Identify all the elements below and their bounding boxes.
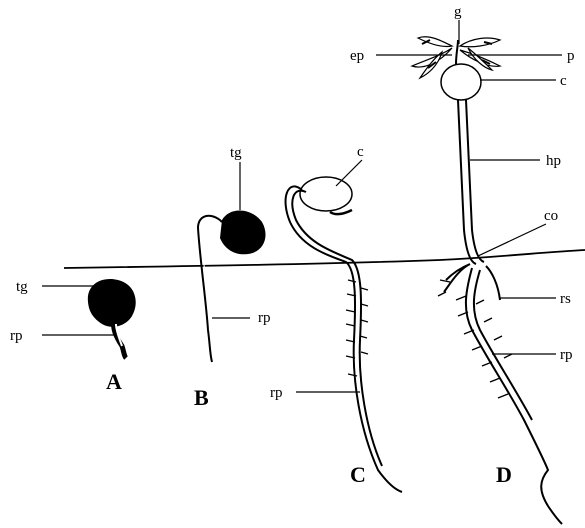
label-p-d: p <box>567 48 575 64</box>
epicotyl-d <box>456 40 458 64</box>
label-ep-d: ep <box>350 48 364 64</box>
label-g-d: g <box>454 4 462 20</box>
leader-c-c <box>336 160 362 186</box>
label-c-d: c <box>560 73 567 89</box>
stage-letter-d: D <box>496 462 512 487</box>
stage-a: tg rp A <box>10 279 136 394</box>
label-rp-a: rp <box>10 328 23 344</box>
stage-letter-c: C <box>350 462 366 487</box>
label-tg-a: tg <box>16 279 28 295</box>
hypocotyl-c <box>286 186 402 492</box>
root-hairs-c <box>346 280 368 376</box>
label-tg-b: tg <box>230 145 242 161</box>
seed-a <box>88 279 136 327</box>
seed-b <box>220 210 266 254</box>
stage-c: c rp C <box>270 144 402 492</box>
label-co-d: co <box>544 208 558 224</box>
primary-root-d <box>466 268 562 524</box>
leader-co-d <box>478 224 546 256</box>
label-hp-d: hp <box>546 153 561 169</box>
label-c-c: c <box>357 144 364 160</box>
stage-letter-b: B <box>194 385 209 410</box>
label-rp-d: rp <box>560 347 573 363</box>
stage-d: g ep p c hp co rs rp D <box>350 4 575 524</box>
label-rp-c: rp <box>270 385 283 401</box>
label-rp-b: rp <box>258 310 271 326</box>
stage-letter-a: A <box>106 369 122 394</box>
stage-b: tg rp B <box>194 145 271 410</box>
label-rs-d: rs <box>560 291 571 307</box>
cotyledon-d <box>441 64 481 100</box>
cotyledon-c <box>300 177 352 211</box>
